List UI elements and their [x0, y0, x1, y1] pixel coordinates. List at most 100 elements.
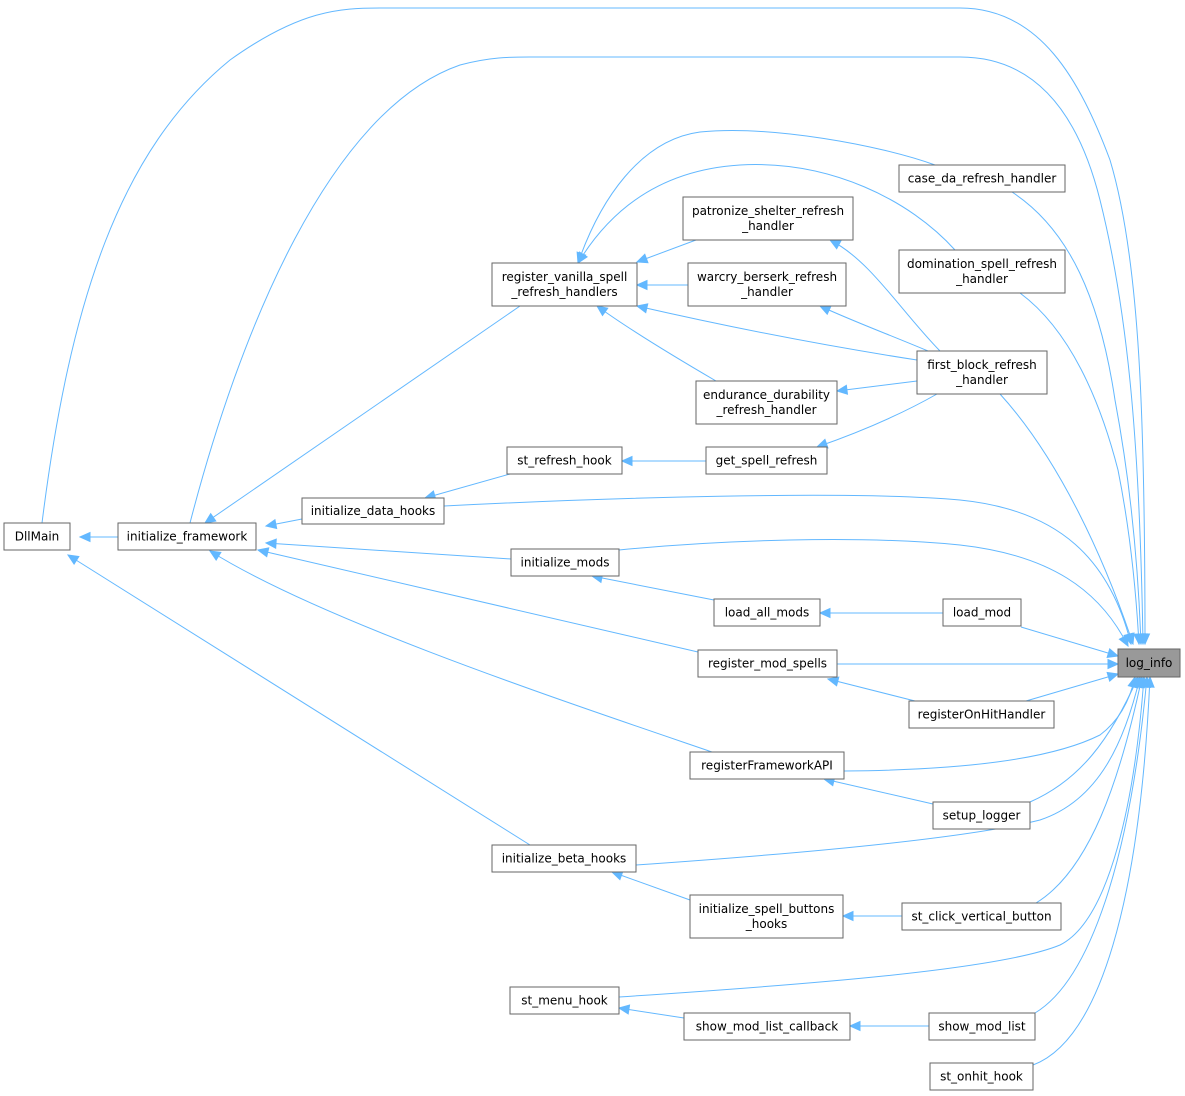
arrow-head — [208, 550, 222, 562]
node-endurance-durability-refresh-handler[interactable]: endurance_durability_refresh_handler — [695, 380, 838, 425]
edge-domination_spell_refresh_handler-to-register_vanilla_spell_refresh_handlers — [577, 164, 956, 265]
arrow-head — [1106, 671, 1120, 683]
edge-line — [1032, 676, 1151, 1066]
node-case-da-refresh-handler[interactable]: case_da_refresh_handler — [898, 164, 1066, 193]
node-box — [682, 196, 854, 241]
node-load-mod[interactable]: load_mod — [942, 598, 1022, 627]
edge-line — [836, 380, 918, 392]
edge-setup_logger-to-log_info — [1029, 675, 1139, 803]
node-label: initialize_mods — [521, 556, 610, 570]
node-box — [697, 649, 838, 678]
node-registerFrameworkAPI[interactable]: registerFrameworkAPI — [689, 751, 845, 780]
node-label: register_mod_spells — [708, 657, 827, 671]
node-register-mod-spells[interactable]: register_mod_spells — [697, 649, 838, 678]
edge-setup_logger-to-registerFrameworkAPI — [822, 776, 934, 805]
node-label: show_mod_list_callback — [696, 1020, 838, 1034]
node-box — [687, 262, 847, 307]
arrow-head — [1133, 633, 1144, 646]
node-label: endurance_durability — [703, 388, 830, 402]
node-registerOnHitHandler[interactable]: registerOnHitHandler — [908, 700, 1055, 729]
node-initialize-beta-hooks[interactable]: initialize_beta_hooks — [491, 844, 637, 873]
arrow-head — [818, 305, 832, 316]
node-initialize-mods[interactable]: initialize_mods — [510, 548, 620, 577]
node-show-mod-list[interactable]: show_mod_list — [928, 1012, 1036, 1041]
node-box — [1117, 648, 1181, 678]
node-label: first_block_refresh — [927, 358, 1036, 372]
node-label: _handler — [955, 272, 1008, 286]
node-label: _refresh_handlers — [510, 285, 617, 299]
edge-line — [611, 871, 691, 901]
node-box — [695, 380, 838, 425]
node-label: initialize_framework — [127, 530, 248, 544]
node-setup-logger[interactable]: setup_logger — [932, 801, 1031, 830]
node-initialize-spell-buttons-hooks[interactable]: initialize_spell_buttons_hooks — [689, 894, 844, 939]
arrow-head — [596, 305, 609, 317]
node-show-mod-list-callback[interactable]: show_mod_list_callback — [683, 1012, 851, 1041]
arrow-head — [826, 676, 840, 687]
arrow-head — [848, 1020, 861, 1032]
edge-initialize_framework-to-DllMain — [78, 531, 118, 543]
node-box — [510, 548, 620, 577]
arrow-head — [1107, 658, 1120, 670]
node-box — [898, 164, 1066, 193]
arrow-head — [264, 518, 278, 530]
edge-line — [591, 575, 715, 601]
edge-show_mod_list-to-show_mod_list_callback — [848, 1020, 929, 1032]
arrow-head — [620, 455, 633, 467]
node-label: domination_spell_refresh — [907, 257, 1057, 271]
node-load-all-mods[interactable]: load_all_mods — [713, 598, 821, 627]
node-st-menu-hook[interactable]: st_menu_hook — [509, 986, 620, 1015]
node-patronize-shelter-refresh-handler[interactable]: patronize_shelter_refresh_handler — [682, 196, 854, 241]
node-label: case_da_refresh_handler — [908, 172, 1057, 186]
node-label: show_mod_list — [938, 1020, 1026, 1034]
node-warcry-berserk-refresh-handler[interactable]: warcry_berserk_refresh_handler — [687, 262, 847, 307]
node-label: _hooks — [745, 917, 788, 931]
node-st-refresh-hook[interactable]: st_refresh_hook — [506, 446, 623, 475]
edge-st_refresh_hook-to-initialize_data_hooks — [423, 473, 511, 501]
node-st-click-vertical-button[interactable]: st_click_vertical_button — [901, 902, 1062, 931]
edge-line — [443, 494, 1132, 645]
edge-line — [41, 7, 1146, 645]
arrow-head — [818, 607, 831, 619]
arrow-head — [635, 253, 649, 264]
edge-line — [618, 1007, 685, 1019]
node-label: setup_logger — [943, 809, 1021, 823]
node-box — [301, 497, 445, 525]
node-get-spell-refresh[interactable]: get_spell_refresh — [705, 446, 828, 475]
edge-show_mod_list_callback-to-st_menu_hook — [617, 1004, 685, 1019]
arrow-head — [264, 538, 277, 549]
edge-first_block_refresh_handler-to-endurance_durability_refresh_handler — [835, 380, 918, 395]
arrow-head — [78, 531, 91, 543]
edge-line — [209, 550, 713, 753]
node-box — [929, 1062, 1034, 1091]
edge-line — [829, 239, 941, 352]
arrow-head — [828, 239, 842, 250]
arrow-head — [1118, 634, 1129, 648]
node-box — [942, 598, 1022, 627]
node-label: st_onhit_hook — [940, 1070, 1023, 1084]
edge-registerFrameworkAPI-to-initialize_framework — [208, 550, 713, 753]
edge-line — [204, 305, 521, 524]
edge-line — [1025, 673, 1119, 702]
edge-line — [1034, 676, 1148, 1014]
node-first-block-refresh-handler[interactable]: first_block_refresh_handler — [916, 350, 1048, 395]
edge-load_mod-to-load_all_mods — [818, 607, 943, 619]
edges-layer — [41, 7, 1155, 1066]
edge-initialize_data_hooks-to-initialize_framework — [264, 518, 303, 530]
edge-st_menu_hook-to-log_info — [618, 675, 1149, 998]
node-st-onhit-hook[interactable]: st_onhit_hook — [929, 1062, 1034, 1091]
node-box — [491, 844, 637, 873]
node-initialize-data-hooks[interactable]: initialize_data_hooks — [301, 497, 445, 525]
node-DllMain[interactable]: DllMain — [3, 522, 71, 551]
edge-initialize_spell_buttons_hooks-to-initialize_beta_hooks — [610, 870, 691, 901]
node-label: initialize_spell_buttons — [699, 902, 835, 916]
node-label: initialize_data_hooks — [311, 504, 436, 518]
node-initialize-framework[interactable]: initialize_framework — [117, 522, 257, 551]
node-label: _handler — [740, 285, 793, 299]
node-box — [491, 262, 638, 307]
node-register-vanilla-spell-refresh-handlers[interactable]: register_vanilla_spell_refresh_handlers — [491, 262, 638, 307]
node-domination-spell-refresh-handler[interactable]: domination_spell_refresh_handler — [898, 249, 1066, 294]
node-log-info[interactable]: log_info — [1117, 648, 1181, 678]
node-label: st_refresh_hook — [517, 454, 611, 468]
